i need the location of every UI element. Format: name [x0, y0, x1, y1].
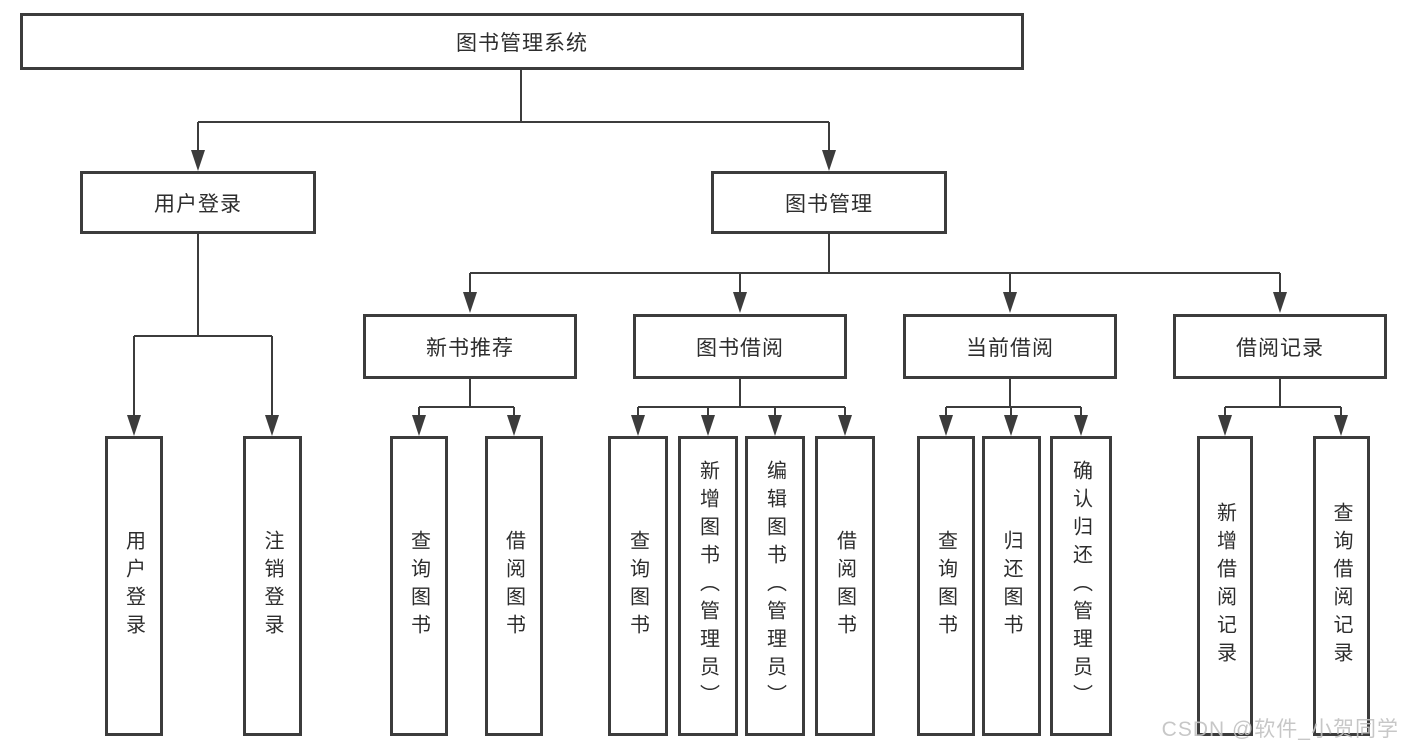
- leaf-confirm-return-admin: 确认归还（管理员）: [1050, 436, 1112, 736]
- node-book-borrow: 图书借阅: [633, 314, 847, 379]
- node-new-book-recommend: 新书推荐: [363, 314, 577, 379]
- leaf-logout-label: 注销登录: [261, 530, 283, 642]
- leaf-add-books-admin: 新增图书（管理员）: [678, 436, 738, 736]
- leaf-edit-books-admin: 编辑图书（管理员）: [745, 436, 805, 736]
- leaf-return-books: 归还图书: [982, 436, 1041, 736]
- leaf-borrow-books: 借阅图书: [485, 436, 543, 736]
- leaf-query-borrow-record-label: 查询借阅记录: [1330, 502, 1352, 670]
- csdn-watermark: CSDN @软件_小贺同学: [1161, 718, 1399, 741]
- leaf-query-books: 查询图书: [917, 436, 975, 736]
- node-book-management: 图书管理: [711, 171, 947, 234]
- leaf-return-books-label: 归还图书: [1000, 530, 1022, 642]
- node-library-system-root: 图书管理系统: [20, 13, 1024, 70]
- node-user-login: 用户登录: [80, 171, 316, 234]
- leaf-query-books-label: 查询图书: [626, 530, 649, 642]
- leaf-query-borrow-record: 查询借阅记录: [1313, 436, 1370, 736]
- node-borrow-records: 借阅记录: [1173, 314, 1387, 379]
- leaf-query-books-label: 查询图书: [934, 530, 957, 642]
- leaf-logout: 注销登录: [243, 436, 302, 736]
- leaf-query-books: 查询图书: [608, 436, 668, 736]
- leaf-edit-books-admin-label: 编辑图书（管理员）: [763, 460, 786, 712]
- leaf-query-books-label: 查询图书: [407, 530, 430, 642]
- leaf-borrow-books: 借阅图书: [815, 436, 875, 736]
- leaf-borrow-books-label: 借阅图书: [833, 530, 856, 642]
- leaf-add-books-admin-label: 新增图书（管理员）: [696, 460, 719, 712]
- leaf-user-login: 用户登录: [105, 436, 163, 736]
- node-current-borrow: 当前借阅: [903, 314, 1117, 379]
- leaf-add-borrow-record-label: 新增借阅记录: [1213, 502, 1236, 670]
- leaf-query-books: 查询图书: [390, 436, 448, 736]
- leaf-borrow-books-label: 借阅图书: [502, 530, 525, 642]
- leaf-add-borrow-record: 新增借阅记录: [1197, 436, 1253, 736]
- leaf-confirm-return-admin-label: 确认归还（管理员）: [1069, 460, 1092, 712]
- leaf-user-login-label: 用户登录: [122, 530, 145, 642]
